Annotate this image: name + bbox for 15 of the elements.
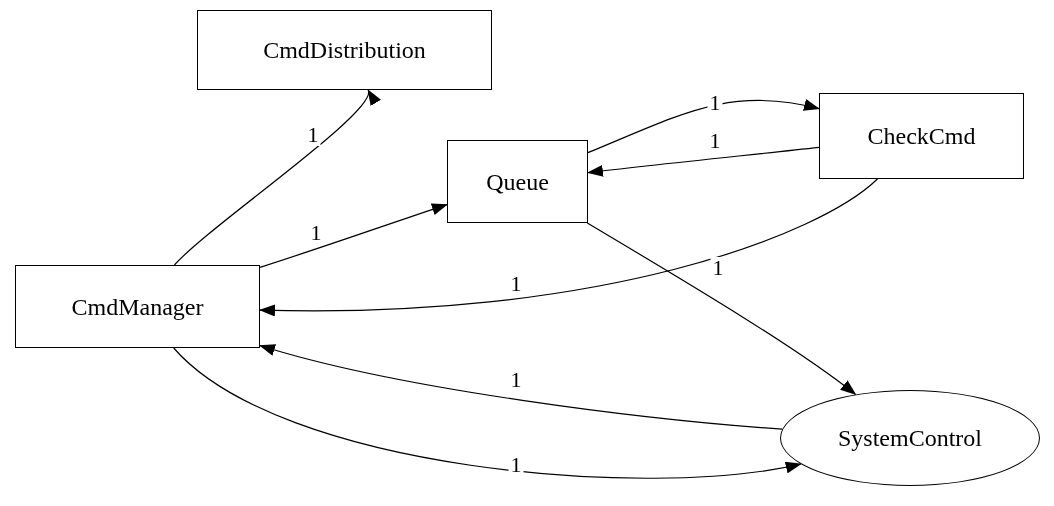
node-label: SystemControl xyxy=(838,424,982,453)
node-label: Queue xyxy=(486,167,549,197)
arrow xyxy=(259,178,878,317)
arrow xyxy=(586,222,857,396)
arrow xyxy=(259,343,783,430)
process-box xyxy=(15,265,260,348)
arrow xyxy=(587,99,820,154)
arrow xyxy=(587,146,820,177)
node-label: CmdDistribution xyxy=(263,36,426,65)
node-label: CmdManager xyxy=(71,292,204,322)
process-box xyxy=(819,93,1024,179)
process-box xyxy=(447,140,588,223)
process-box xyxy=(197,10,492,90)
node-label: CheckCmd xyxy=(867,122,976,151)
arrow xyxy=(173,347,802,479)
